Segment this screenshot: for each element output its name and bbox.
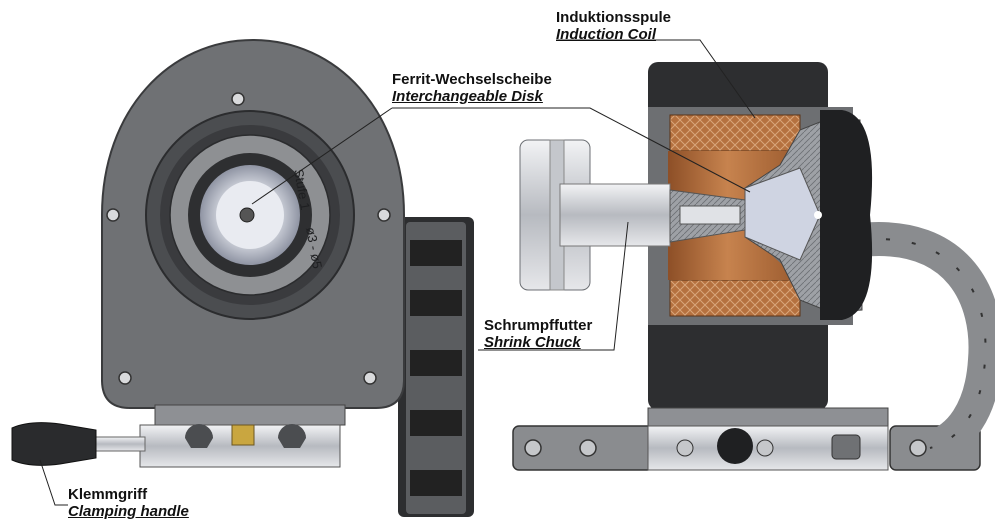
clamping-handle (11, 422, 146, 466)
housing-screw (106, 92, 391, 385)
label-clamping-handle: Klemmgriff Clamping handle (68, 487, 189, 519)
leader-clamping-handle (39, 459, 68, 506)
disk-engraving-range: ø3 - ø5 (303, 226, 325, 270)
cable-chain-vertical (398, 217, 474, 517)
clamp-knob (717, 428, 753, 464)
base-plate-front (154, 404, 346, 426)
cable-chain-horizontal (512, 222, 995, 471)
leader-disk-front (251, 107, 393, 205)
clamp-block (139, 424, 341, 468)
leader-lines (39, 39, 756, 506)
label-induction-coil-de: Induktionsspule (556, 9, 672, 26)
label-shrink-chuck-de: Schrumpffutter (484, 317, 593, 334)
base-plate-section (647, 407, 889, 429)
label-shrink-chuck-en: Shrink Chuck (484, 334, 581, 351)
section-view (512, 62, 995, 471)
disk-engraving-stage: Stufe 1 (291, 168, 313, 211)
label-interchangeable-disk-en: Interchangeable Disk (392, 88, 543, 105)
front-view: Stufe 1 ø3 - ø5 (11, 38, 474, 517)
label-induction-coil: Induktionsspule Induction Coil (556, 10, 671, 42)
induction-coil-upper (669, 114, 801, 152)
label-clamping-handle-en: Clamping handle (68, 503, 189, 520)
induction-coil-lower (669, 279, 801, 317)
label-induction-coil-en: Induction Coil (556, 26, 656, 43)
label-interchangeable-disk: Ferrit-Wechselscheibe Interchangeable Di… (392, 72, 552, 104)
leader-interchangeable-disk (392, 107, 751, 193)
leader-shrink-chuck (478, 221, 629, 351)
label-clamping-handle-de: Klemmgriff (68, 486, 148, 503)
shrink-chuck (519, 139, 746, 291)
bore-hole (239, 207, 255, 223)
label-shrink-chuck: Schrumpffutter Shrink Chuck (484, 318, 592, 350)
label-interchangeable-disk-de: Ferrit-Wechselscheibe (392, 71, 552, 88)
leader-induction-coil (556, 39, 756, 119)
